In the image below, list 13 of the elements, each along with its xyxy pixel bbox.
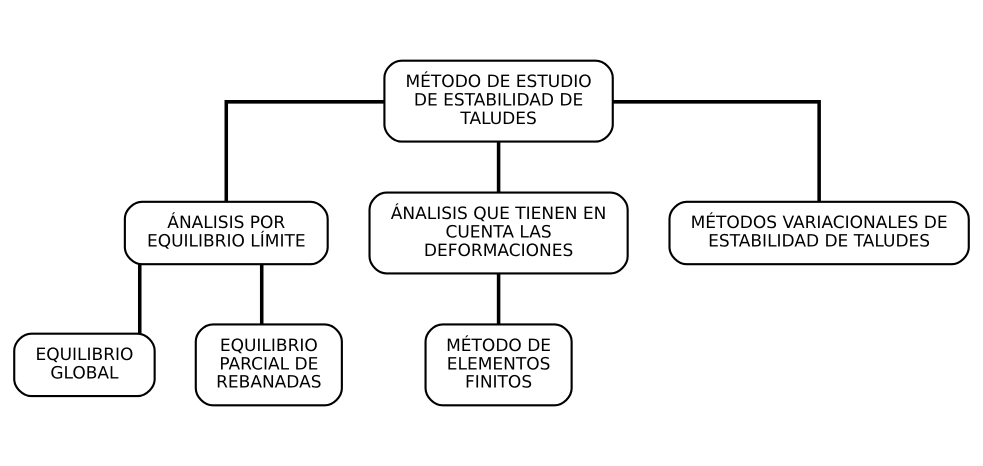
connector <box>224 100 384 202</box>
node-box: MÉTODOS VARIACIONALES DE ESTABILIDAD DE TALUDES <box>668 200 970 266</box>
node-box: MÉTODO DE ELEMENTOS FINITOS <box>424 323 573 406</box>
node-box: EQUILIBRIO GLOBAL <box>13 332 156 398</box>
connector <box>496 274 500 324</box>
connector <box>612 100 821 202</box>
node-box: EQUILIBRIO PARCIAL DE REBANADAS <box>194 323 343 406</box>
node-box: ÁNALISIS QUE TIENEN EN CUENTA LAS DEFORMACIONES <box>368 192 629 274</box>
node-box: MÉTODO DE ESTUDIO DE ESTABILIDAD DE TALUDES <box>383 60 614 143</box>
connector <box>138 264 142 334</box>
node-box: ÁNALISIS POR EQUILIBRIO LÍMITE <box>124 200 329 266</box>
connector <box>260 264 264 324</box>
connector <box>496 142 500 192</box>
